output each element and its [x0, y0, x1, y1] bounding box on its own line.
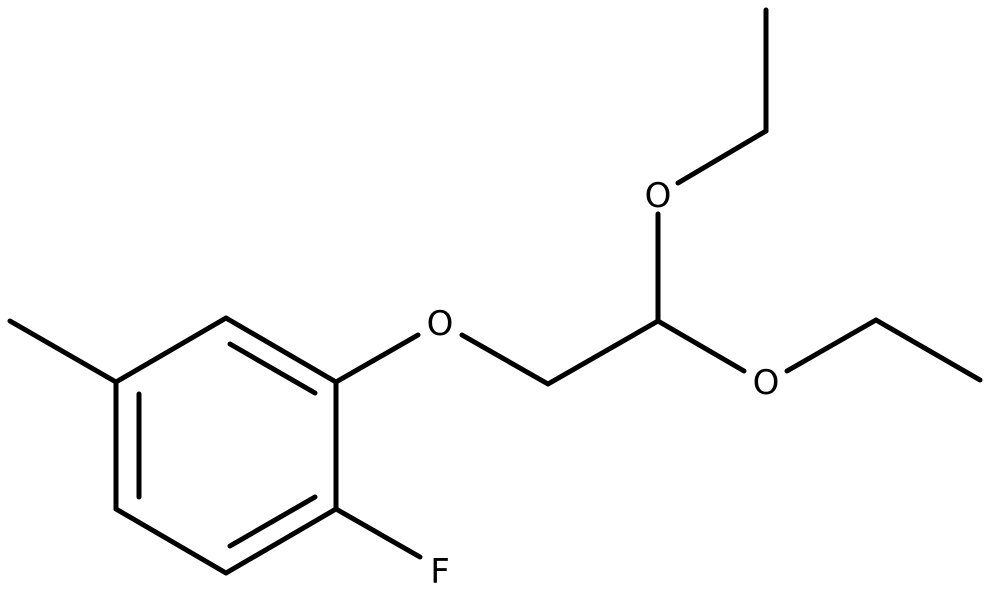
bond-ch2-acetal [545, 318, 661, 387]
bond-lower-oxygen-ch2 [784, 317, 879, 374]
bond-ring-c4-c5 [223, 506, 339, 576]
atom-label-fluorine: F [430, 552, 450, 592]
bond-ring-ether-oxygen [333, 332, 421, 385]
bond-upper-oxygen-ch2 [675, 128, 769, 186]
bond-acetal-lower-oxygen [655, 318, 747, 374]
bond-ring-c5-c6 [113, 506, 229, 576]
atom-label-ether-oxygen: O [427, 304, 454, 344]
atom-label-acetal-oxygen-lower: O [753, 363, 780, 403]
bond-fluorine [333, 506, 423, 560]
bond-methyl [7, 318, 119, 385]
bond-ring-c2-c3 [223, 315, 339, 385]
bond-lower-ethyl [873, 317, 983, 383]
atom-label-acetal-oxygen-upper: O [645, 176, 672, 216]
bond-ether-oxygen-ch2 [459, 332, 551, 387]
bond-ring-inner-c2-c3 [227, 341, 318, 396]
bond-ring-c1-c2 [113, 315, 229, 385]
bond-ring-inner-c4-c5 [227, 494, 318, 549]
